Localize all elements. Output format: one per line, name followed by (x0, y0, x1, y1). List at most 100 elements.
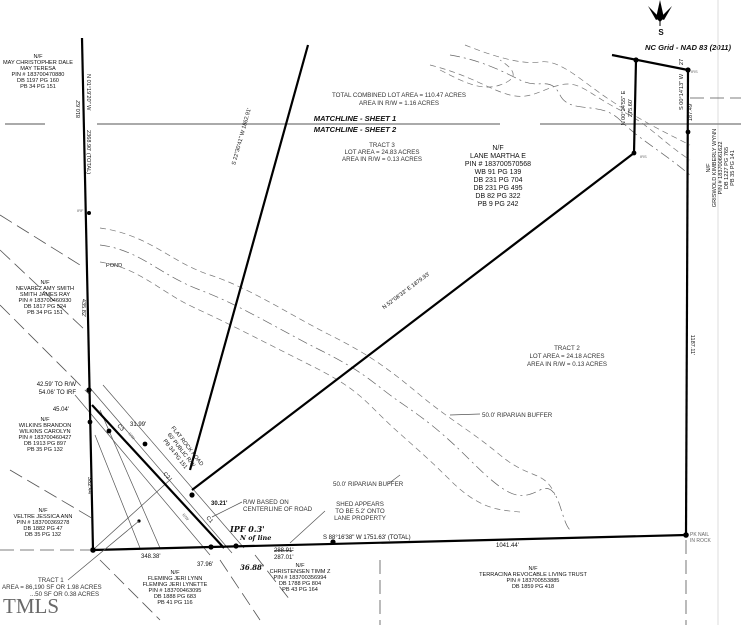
svg-text:DB 1197 PG 160: DB 1197 PG 160 (17, 78, 59, 84)
svg-text:DB 1817 PG 524: DB 1817 PG 524 (24, 304, 66, 310)
east-top-bearing: S 00°14'13" W (679, 73, 685, 110)
curve-label-c2: C2 (162, 471, 171, 480)
north-arrow-icon (648, 0, 672, 26)
diag-ne-bearing: N 52°08'33" E 1879.93' (382, 271, 432, 311)
svg-text:AREA IN R/W = 0.13 ACRES: AREA IN R/W = 0.13 ACRES (527, 361, 607, 368)
shed-note-3: LANE PROPERTY (334, 515, 386, 522)
svg-text:PIN # 183700570568: PIN # 183700570568 (465, 161, 531, 168)
svg-text:PIN # 183700463095: PIN # 183700463095 (149, 588, 202, 594)
west-bearing: N 01°19'20" W (85, 74, 91, 111)
south-seg2: 37.96' (197, 562, 213, 568)
south-corrected-distance: 287.01' (274, 555, 294, 561)
svg-text:PIN # 183700369278: PIN # 183700369278 (17, 520, 70, 526)
datum-label: NC Grid - NAD 83 (2011) (645, 43, 731, 52)
svg-text:MAY CHRISTOPHER DALE: MAY CHRISTOPHER DALE (3, 60, 73, 66)
svg-text:PIN # 183700356994: PIN # 183700356994 (274, 575, 327, 581)
svg-text:N/F: N/F (40, 280, 50, 286)
svg-text:TRACT 2: TRACT 2 (554, 345, 580, 352)
svg-text:DB 1888 PG 683: DB 1888 PG 683 (154, 594, 196, 600)
svg-text:PB 35 PG 132: PB 35 PG 132 (27, 447, 63, 453)
riparian-label-2: 50.0' RIPARIAN BUFFER (333, 481, 404, 488)
shed-note-2: TO BE 5.2' ONTO (335, 508, 385, 515)
svg-text:DB 231 PG 495: DB 231 PG 495 (473, 185, 522, 192)
dist-31: 31.99' (130, 422, 146, 428)
east-distance: 1187.11' (689, 335, 695, 355)
svg-text:N/F: N/F (40, 417, 50, 423)
matchline-sheet2: MATCHLINE - SHEET 2 (314, 125, 397, 134)
riparian-label-1: 50.0' RIPARIAN BUFFER (482, 412, 553, 419)
svg-text:CHRISTENSEN TIMM Z: CHRISTENSEN TIMM Z (270, 569, 331, 575)
rw-label: R/W (181, 512, 190, 521)
svg-text:DB 1227 PG 765: DB 1227 PG 765 (724, 147, 730, 189)
svg-text:PIN # 183700460427: PIN # 183700460427 (19, 435, 72, 441)
svg-text:AREA = 86,190 SF OR 1.98 ACRES: AREA = 86,190 SF OR 1.98 ACRES (2, 584, 102, 591)
svg-text:WILKINS CAROLYN: WILKINS CAROLYN (19, 429, 70, 435)
svg-text:PIN # 183700553885: PIN # 183700553885 (507, 578, 560, 584)
south-struck-distance: 288.91' (274, 548, 294, 554)
north-seg-distance: 275.60' (628, 99, 634, 117)
svg-text:DB 35 PG 132: DB 35 PG 132 (25, 532, 61, 538)
total-rw-area: AREA IN R/W = 1.16 ACRES (359, 100, 439, 107)
svg-text:N/F: N/F (38, 508, 48, 514)
svg-text:NEVAREZ AMY SMITH: NEVAREZ AMY SMITH (16, 286, 74, 292)
shed-note-1: SHED APPEARS (336, 501, 384, 508)
svg-text:PB 41 PG 116: PB 41 PG 116 (157, 600, 192, 606)
svg-text:LOT AREA = 24.18 ACRES: LOT AREA = 24.18 ACRES (529, 353, 604, 360)
svg-text:DB 1788 PG 804: DB 1788 PG 804 (279, 581, 321, 587)
north-arrow-label: S (658, 28, 664, 37)
irs-label: IRS (691, 69, 698, 74)
svg-text:TRACT 3: TRACT 3 (369, 142, 395, 149)
south-seg1: 348.38' (141, 554, 161, 560)
tract-3-label: TRACT 3 LOT AREA = 24.83 ACRES AREA IN R… (342, 142, 422, 163)
svg-text:SMITH JAMES RAY: SMITH JAMES RAY (20, 292, 71, 298)
svg-text:LANE MARTHA E: LANE MARTHA E (470, 153, 526, 160)
svg-text:VELTRE JESSICA ANN: VELTRE JESSICA ANN (14, 514, 73, 520)
west-total-distance: 2368.90' (TOTAL) (85, 130, 91, 174)
tract-2-label: TRACT 2 LOT AREA = 24.18 ACRES AREA IN R… (527, 345, 607, 368)
owner-nevarez: N/F NEVAREZ AMY SMITH SMITH JAMES RAY PI… (16, 280, 74, 316)
south-seg3: 1041.44' (496, 543, 519, 549)
svg-text:DB 1913 PG 897: DB 1913 PG 897 (24, 441, 66, 447)
svg-text:WILKINS BRANDON: WILKINS BRANDON (19, 423, 72, 429)
svg-text:PB 9 PG 242: PB 9 PG 242 (478, 201, 519, 208)
svg-text:N/F: N/F (170, 570, 180, 576)
tract-1-label: TRACT 1 AREA = 86,190 SF OR 1.98 ACRES .… (2, 520, 140, 598)
survey-pins (86, 57, 691, 553)
riparian-buffer-lines (99, 44, 691, 531)
dist-30: 30.21' (211, 501, 228, 507)
road-label: FLAT ROCK ROAD 60' PUBLIC R/W PB 34 PG 1… (161, 425, 204, 470)
rw-note-2: CENTERLINE OF ROAD (243, 506, 313, 513)
total-area: TOTAL COMBINED LOT AREA = 110.47 ACRES (332, 92, 466, 99)
svg-text:MAY TERESA: MAY TERESA (20, 66, 56, 72)
svg-text:N/F: N/F (528, 566, 538, 572)
svg-text:LOT AREA = 24.83 ACRES: LOT AREA = 24.83 ACRES (344, 149, 419, 156)
svg-text:PB 43 PG 164: PB 43 PG 164 (282, 587, 318, 593)
svg-text:DB 231 PG 704: DB 231 PG 704 (473, 177, 522, 184)
svg-text:GRISWOLD KIMBERLY WYNN: GRISWOLD KIMBERLY WYNN (712, 129, 718, 207)
owner-lane: N/F LANE MARTHA E PIN # 183700570568 WB … (465, 145, 531, 208)
svg-text:PB 34 PG 151: PB 34 PG 151 (27, 310, 63, 316)
svg-text:PB 34 PG 151: PB 34 PG 151 (20, 84, 56, 90)
rw-label: R/W (127, 431, 136, 440)
svg-text:N/F: N/F (295, 563, 305, 569)
matchline (5, 97, 741, 125)
svg-text:DB 1882 PG 47: DB 1882 PG 47 (23, 526, 62, 532)
matchline-sheet1: MATCHLINE - SHEET 1 (314, 114, 397, 123)
svg-text:TRACT 1: TRACT 1 (38, 577, 64, 584)
dist-45: 45.04' (53, 407, 69, 413)
owner-fleming: N/F FLEMING JERI LYNN FLEMING JERI LYNET… (143, 570, 208, 606)
owner-may: N/F MAY CHRISTOPHER DALE MAY TERESA PIN … (3, 54, 73, 90)
west-low-distance: 382.44' (86, 477, 92, 495)
irf-label: IRF (77, 208, 84, 213)
pond-label: POND (106, 263, 122, 269)
svg-text:N/F: N/F (33, 54, 43, 60)
owner-terracina: N/F TERRACINA REVOCABLE LIVING TRUST PIN… (479, 566, 587, 590)
rw-note-1: R/W BASED ON (243, 499, 289, 506)
svg-text:DB 1859 PG 418: DB 1859 PG 418 (512, 584, 554, 590)
svg-text:...50 SF OR 0.38 ACRES: ...50 SF OR 0.38 ACRES (30, 591, 99, 598)
svg-text:DB 82 PG 322: DB 82 PG 322 (475, 193, 520, 200)
north-seg-bearing: N 00°24'55" E (621, 90, 627, 125)
svg-text:N/F: N/F (706, 163, 712, 173)
svg-text:PIN # 183700460930: PIN # 183700460930 (19, 298, 72, 304)
